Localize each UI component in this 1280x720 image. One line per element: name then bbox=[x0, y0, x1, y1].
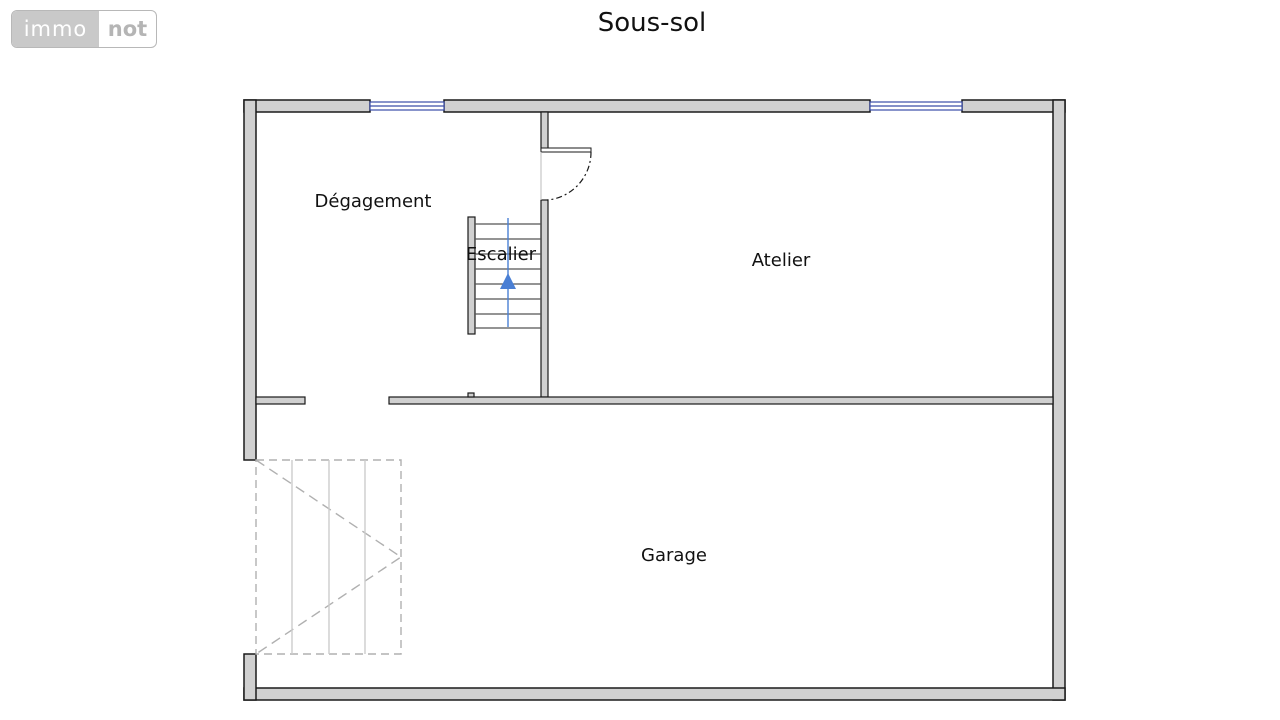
door-leaf bbox=[540, 147, 592, 153]
logo-not-text: not bbox=[107, 17, 148, 41]
wall-right bbox=[1052, 99, 1066, 701]
room-label-garage: Garage bbox=[641, 545, 707, 566]
stair-stringer bbox=[467, 216, 476, 335]
immonot-logo[interactable]: immo not bbox=[11, 10, 157, 48]
wall-interior-nub bbox=[467, 392, 475, 398]
stair-arrow-icon bbox=[500, 273, 516, 289]
room-label-degagement: Dégagement bbox=[315, 191, 432, 212]
wall-top-middle bbox=[443, 99, 871, 113]
door-swing-arc bbox=[546, 151, 592, 201]
wall-interior-horizontal-right bbox=[388, 396, 1054, 405]
ramp-direction bbox=[255, 459, 403, 655]
outer-walls bbox=[243, 99, 1066, 701]
plan-title: Sous-sol bbox=[597, 8, 707, 38]
wall-top-right bbox=[961, 99, 1066, 113]
room-label-atelier: Atelier bbox=[752, 250, 811, 271]
wall-interior-vertical-top bbox=[540, 111, 549, 151]
wall-interior-vertical bbox=[540, 199, 549, 398]
wall-left-lower bbox=[243, 653, 257, 701]
garage-ramp bbox=[255, 459, 403, 655]
wall-bottom bbox=[243, 687, 1066, 701]
room-label-escalier: Escalier bbox=[466, 244, 537, 265]
logo-immo-text: immo bbox=[12, 11, 99, 47]
wall-top-left bbox=[243, 99, 371, 113]
door-atelier bbox=[540, 147, 592, 201]
interior-walls bbox=[255, 111, 1054, 405]
staircase bbox=[467, 216, 541, 335]
windows bbox=[369, 101, 963, 111]
wall-interior-horizontal-left bbox=[255, 396, 306, 405]
wall-left-upper bbox=[243, 99, 257, 461]
